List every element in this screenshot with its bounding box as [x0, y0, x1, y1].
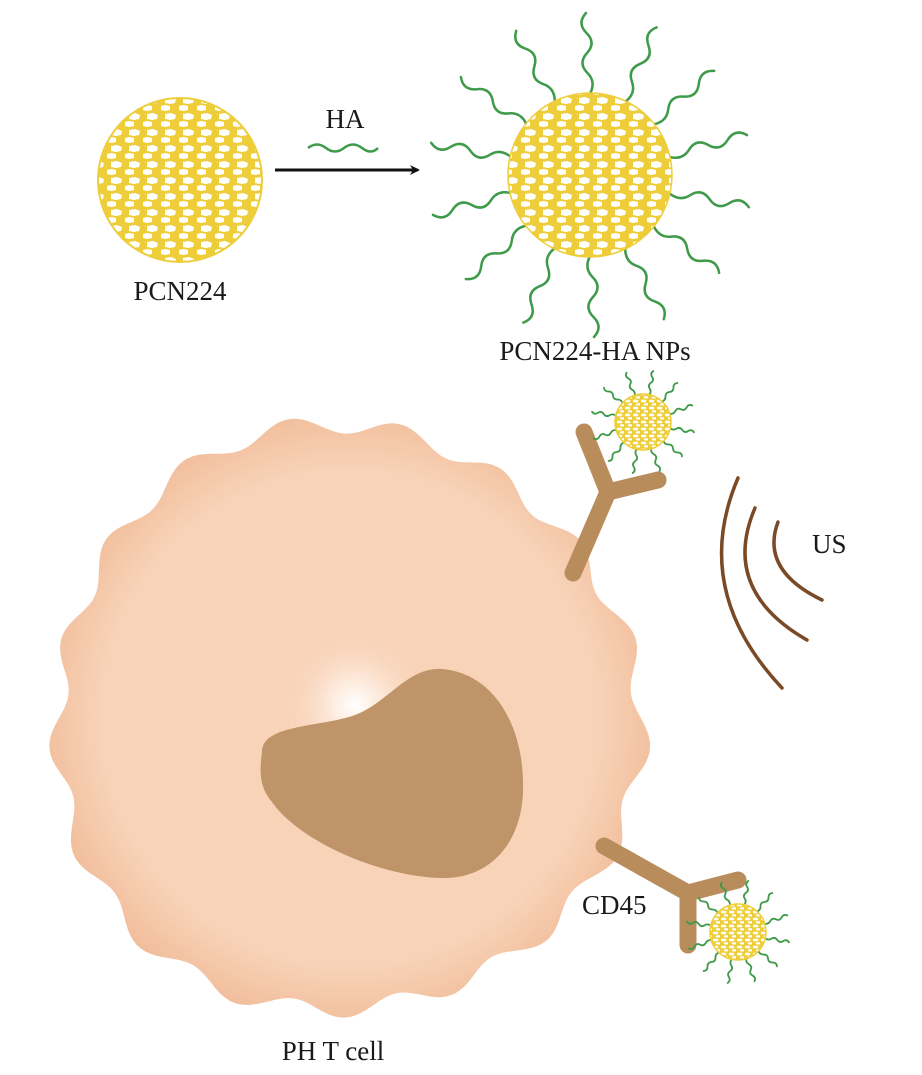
bound-nanoparticle-lower	[686, 880, 790, 984]
pcn224-particle	[97, 97, 263, 263]
ha-strand-icon	[307, 143, 379, 153]
ha-strand	[623, 243, 666, 321]
ha-strand	[762, 914, 789, 925]
cd45-antibody-lower	[595, 837, 747, 954]
ultrasound-waves-icon	[719, 476, 824, 690]
cd45-label: CD45	[582, 890, 647, 920]
ha-strand	[647, 370, 655, 397]
ha-strand	[687, 939, 714, 950]
ha-strand	[459, 75, 530, 130]
ha-strand	[620, 26, 658, 106]
ha-strand	[625, 371, 636, 398]
ha-strand	[757, 948, 778, 968]
ha-strand	[702, 951, 722, 972]
ha-strand	[668, 426, 695, 434]
ha-strand	[603, 386, 624, 406]
ha-strand	[648, 69, 716, 127]
ha-strand	[686, 920, 713, 928]
ha-strand	[659, 382, 679, 403]
ha-strand	[580, 11, 594, 99]
ha-strand	[431, 191, 516, 219]
ha-strand	[763, 936, 790, 944]
ha-strand	[514, 29, 557, 107]
ha-strand	[720, 881, 731, 908]
ha-strand	[592, 429, 619, 440]
particle-core	[709, 903, 767, 961]
cell-label: PH T cell	[282, 1036, 385, 1066]
pcn224-ha-nps-label: PCN224-HA NPs	[499, 336, 690, 366]
ha-strand	[665, 189, 751, 209]
ha-strand	[586, 251, 600, 339]
particle-core	[614, 393, 672, 451]
bound-nanoparticle-upper	[591, 370, 695, 474]
ha-strand	[607, 441, 627, 462]
ha-strand	[429, 141, 515, 161]
ha-strand	[745, 956, 756, 983]
ha-strand	[631, 447, 639, 474]
ha-strand	[522, 244, 560, 324]
ha-strand	[742, 880, 750, 907]
ha-strand	[591, 410, 618, 418]
ha-strand	[464, 223, 532, 281]
cd45-antibody-upper	[564, 423, 667, 582]
ha-strand	[650, 446, 661, 473]
particle-core	[507, 92, 673, 258]
nucleus	[260, 668, 524, 879]
us-label: US	[812, 529, 847, 559]
ha-label: HA	[326, 104, 365, 134]
ha-strand	[698, 896, 719, 916]
ha-strand	[650, 220, 721, 275]
ha-strand	[664, 131, 749, 159]
pcn224-label: PCN224	[133, 276, 227, 306]
pcn224-ha-nanoparticle	[429, 11, 751, 339]
ha-strand	[667, 404, 694, 415]
ha-strand	[662, 438, 683, 458]
ha-strand	[726, 957, 734, 984]
ha-strand	[754, 892, 774, 913]
